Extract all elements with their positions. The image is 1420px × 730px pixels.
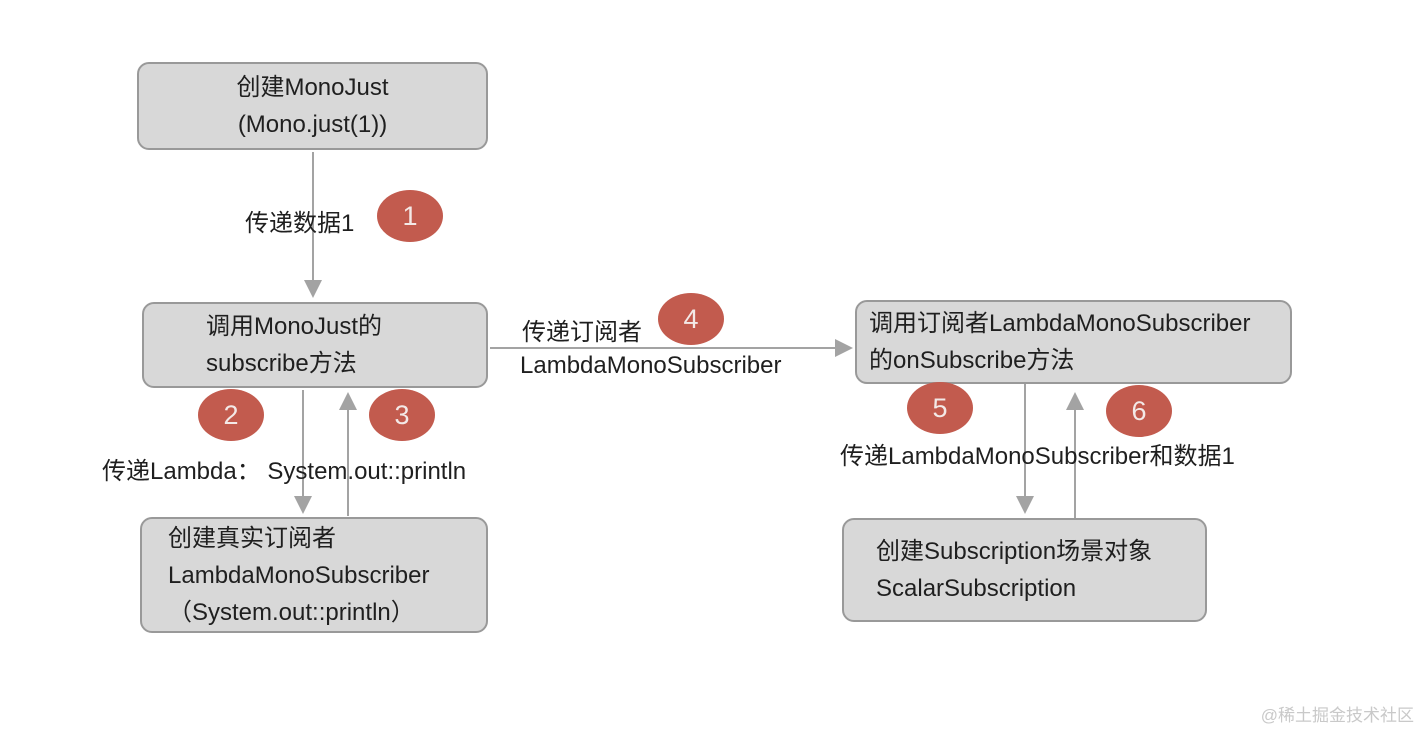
node-call-subscribe: 调用MonoJust的 subscribe方法 xyxy=(142,302,488,388)
edge-label-pass-data: 传递数据1 xyxy=(245,210,355,237)
node-line: 调用MonoJust的 xyxy=(206,313,383,340)
edge-label-pass-subscriber-line1: 传递订阅者 xyxy=(522,319,642,346)
step-badge-3: 3 xyxy=(369,389,435,441)
step-badge-6: 6 xyxy=(1106,385,1172,437)
node-create-subscription: 创建Subscription场景对象 ScalarSubscription xyxy=(842,518,1207,622)
node-create-monojust: 创建MonoJust (Mono.just(1)) xyxy=(137,62,488,150)
node-line: 创建真实订阅者 xyxy=(168,524,336,552)
node-line: (Mono.just(1)) xyxy=(237,111,388,138)
edge-label-pass-subscriber-line2: LambdaMonoSubscriber xyxy=(520,352,782,379)
node-line: 的onSubscribe方法 xyxy=(869,347,1075,374)
step-badge-1: 1 xyxy=(377,190,443,242)
edge-label-pass-subscriber-and-data: 传递LambdaMonoSubscriber和数据1 xyxy=(840,443,1235,470)
watermark: @稀土掘金技术社区 xyxy=(1260,706,1414,725)
node-line: LambdaMonoSubscriber xyxy=(168,561,430,589)
node-line: （System.out::println） xyxy=(168,598,415,626)
node-call-onsubscribe: 调用订阅者LambdaMonoSubscriber 的onSubscribe方法 xyxy=(855,300,1292,384)
node-line: subscribe方法 xyxy=(206,350,357,377)
node-line: 创建MonoJust xyxy=(236,74,389,101)
edge-label-pass-lambda: 传递Lambda： System.out::println xyxy=(102,458,467,485)
node-create-subscriber: 创建真实订阅者 LambdaMonoSubscriber （System.out… xyxy=(140,517,488,633)
step-badge-2: 2 xyxy=(198,389,264,441)
node-line: 调用订阅者LambdaMonoSubscriber xyxy=(869,310,1251,337)
node-line: 创建Subscription场景对象 xyxy=(876,538,1153,565)
step-badge-4: 4 xyxy=(658,293,724,345)
step-badge-5: 5 xyxy=(907,382,973,434)
node-line: ScalarSubscription xyxy=(876,575,1077,602)
